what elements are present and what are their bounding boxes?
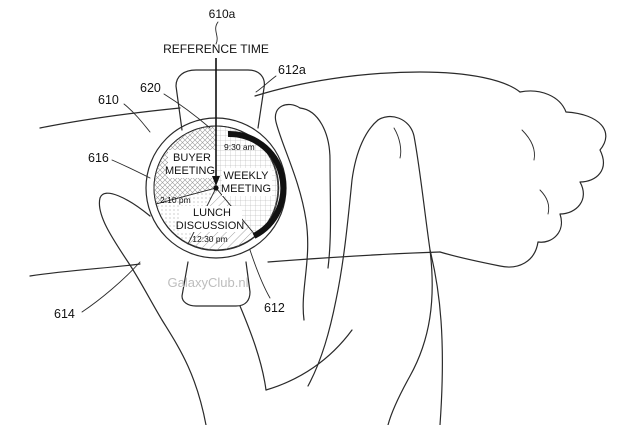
callout-620: 620 (140, 81, 161, 95)
callout-leaders (81, 21, 277, 313)
callout-612: 612 (264, 301, 285, 315)
time-1230-label: 12:30 pm (192, 234, 227, 244)
callout-610a: 610a (209, 7, 236, 21)
time-930-label: 9:30 am (224, 142, 255, 152)
elapsed-time-arc (227, 130, 287, 239)
callout-614: 614 (54, 307, 75, 321)
watch-face (145, 117, 287, 259)
reference-time-arrow (212, 58, 220, 186)
reference-time-label: REFERENCE TIME (163, 42, 269, 56)
wearing-arm (29, 71, 607, 277)
callout-610: 610 (98, 93, 119, 107)
weekly-label: WEEKLY (223, 170, 269, 182)
callout-612a: 612a (278, 63, 306, 77)
discussion-label: DISCUSSION (176, 220, 245, 232)
holding-hand (98, 103, 443, 425)
buyer-label: BUYER (173, 152, 211, 164)
buyer-meeting-label: MEETING (165, 165, 215, 177)
callout-616: 616 (88, 151, 109, 165)
watermark: GalaxyClub.nl (168, 275, 249, 290)
watch-band (175, 69, 265, 307)
time-210-label: 2:10 pm (160, 195, 191, 205)
weekly-meeting-label: MEETING (221, 183, 271, 195)
lunch-label: LUNCH (193, 207, 231, 219)
